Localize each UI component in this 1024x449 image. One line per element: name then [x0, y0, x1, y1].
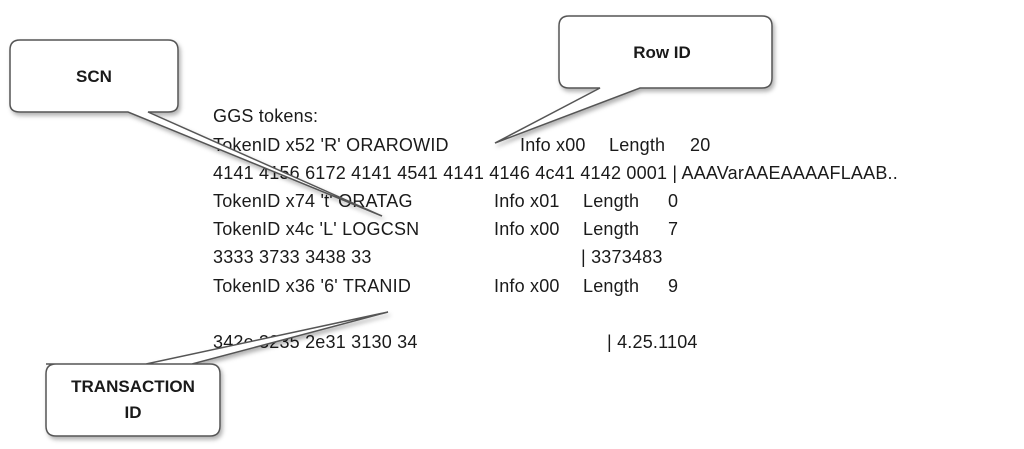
hex-row-logcsn: 3333 3733 3438 33 — [213, 247, 372, 267]
scn-callout: SCN — [9, 39, 383, 217]
token-length-label: Length — [583, 276, 640, 296]
transaction-id-label-line2: ID — [125, 403, 142, 422]
token-length-value: 20 — [690, 135, 711, 155]
token-length-label: Length — [583, 191, 640, 211]
token-info: Info x00 — [494, 276, 560, 296]
token-length-label: Length — [609, 135, 666, 155]
token-row-tranid: TokenID x36 '6' TRANID — [213, 276, 412, 296]
decoded-value-logcsn: | 3373483 — [581, 247, 663, 267]
token-length-value: 9 — [668, 276, 679, 296]
decoded-value-tranid: | 4.25.1104 — [607, 332, 698, 352]
hex-row-orarowid: 4141 4156 6172 4141 4541 4141 4146 4c41 … — [213, 163, 898, 183]
token-info: Info x00 — [520, 135, 586, 155]
transaction-id-callout: TRANSACTION ID — [45, 311, 389, 437]
transaction-id-label-line1: TRANSACTION — [71, 377, 195, 396]
token-length-label: Length — [583, 219, 640, 239]
token-row-logcsn: TokenID x4c 'L' LOGCSN — [213, 219, 420, 239]
token-length-value: 0 — [668, 191, 679, 211]
scn-label: SCN — [76, 67, 112, 86]
row-id-label: Row ID — [633, 43, 691, 62]
tokens-header: GGS tokens: — [213, 106, 319, 126]
token-info: Info x01 — [494, 191, 560, 211]
row-id-callout: Row ID — [494, 15, 773, 144]
token-row-oratag: TokenID x74 't' ORATAG — [213, 191, 413, 211]
token-length-value: 7 — [668, 219, 679, 239]
token-info: Info x00 — [494, 219, 560, 239]
